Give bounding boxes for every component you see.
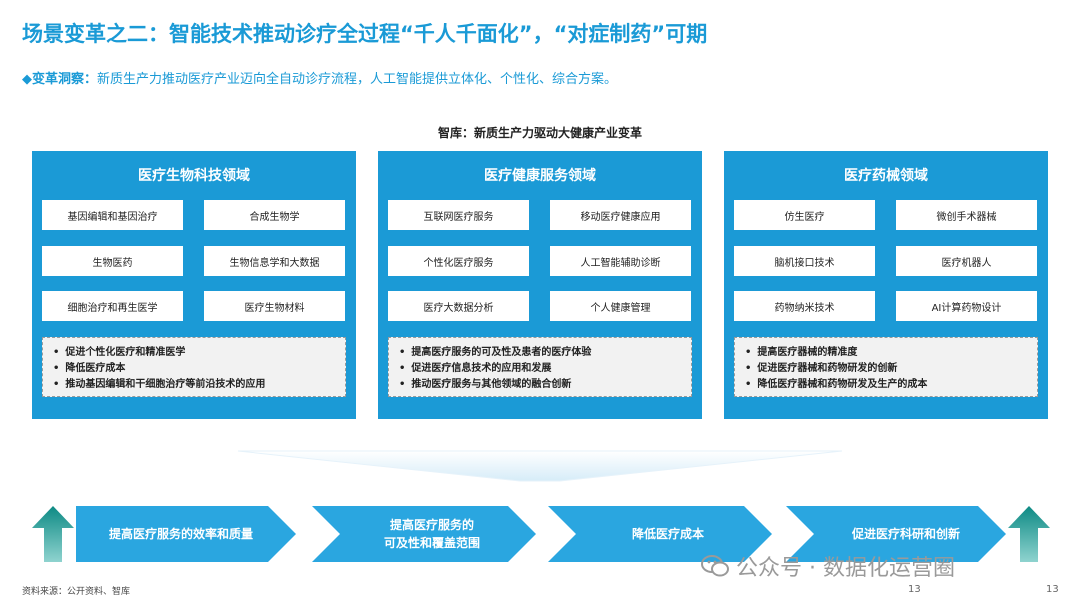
benefit-item: 提高医疗服务的可及性及患者的医疗体验 — [399, 345, 681, 361]
panel-biotech: 医疗生物科技领域 基因编辑和基因治疗 合成生物学 生物医药 生物信息学和大数据 … — [32, 151, 356, 419]
benefits-box: 促进个性化医疗和精准医学 降低医疗成本 推动基因编辑和干细胞治疗等前沿技术的应用 — [42, 337, 346, 397]
benefit-item: 推动医疗服务与其他领域的融合创新 — [399, 377, 681, 393]
benefits-box: 提高医疗服务的可及性及患者的医疗体验 促进医疗信息技术的应用和发展 推动医疗服务… — [388, 337, 692, 397]
panel-item: 生物信息学和大数据 — [204, 246, 345, 276]
watermark-text: 公众号 · 数据化运营圈 — [736, 556, 955, 581]
panel-item: 个人健康管理 — [550, 291, 691, 321]
flow-chevron-2 — [312, 506, 536, 562]
panel-item: 脑机接口技术 — [734, 246, 875, 276]
panel-item: 仿生医疗 — [734, 200, 875, 230]
panel-item: 微创手术器械 — [896, 200, 1037, 230]
flow-step-3: 降低医疗成本 — [631, 527, 704, 541]
diagram-title: 智库：新质生产力驱动大健康产业变革 — [437, 126, 642, 140]
panel-drugs-devices: 医疗药械领域 仿生医疗 微创手术器械 脑机接口技术 医疗机器人 药物纳米技术 A… — [724, 151, 1048, 419]
watermark: 公众号 · 数据化运营圈 — [700, 550, 955, 582]
panel-item: 人工智能辅助诊断 — [550, 246, 691, 276]
arrow-up-icon — [1008, 506, 1050, 562]
insight-lead: 变革洞察： — [32, 72, 98, 87]
page-number-corner: 13 — [1046, 584, 1059, 595]
panel-title: 医疗药械领域 — [844, 168, 928, 184]
wechat-icon — [701, 555, 729, 577]
panel-health-services: 医疗健康服务领域 互联网医疗服务 移动医疗健康应用 个性化医疗服务 人工智能辅助… — [378, 151, 702, 419]
flow-step-4: 促进医疗科研和创新 — [851, 527, 960, 541]
flow-chevron-3 — [548, 506, 772, 562]
flow-step-1: 提高医疗服务的效率和质量 — [108, 527, 253, 541]
panel-item: 个性化医疗服务 — [388, 246, 529, 276]
panel-item: 基因编辑和基因治疗 — [42, 200, 183, 230]
panel-item: 生物医药 — [42, 246, 183, 276]
page-title: 场景变革之二：智能技术推动诊疗全过程“千人千面化”，“对症制药”可期 — [22, 22, 708, 46]
insight-text: 新质生产力推动医疗产业迈向全自动诊疗流程，人工智能提供立体化、个性化、综合方案。 — [97, 72, 618, 87]
benefit-item: 促进医疗器械和药物研发的创新 — [745, 361, 1027, 377]
diamond-bullet-icon: ◆ — [22, 72, 32, 87]
benefit-item: 降低医疗成本 — [53, 361, 335, 377]
flow-step-2: 提高医疗服务的 可及性和覆盖范围 — [383, 518, 480, 550]
panel-item: 医疗大数据分析 — [388, 291, 529, 321]
panel-item: AI计算药物设计 — [896, 291, 1037, 321]
flow-chevron-1 — [76, 506, 296, 562]
source-note: 资料来源：公开资料、智库 — [22, 587, 131, 597]
benefits-box: 提高医疗器械的精准度 促进医疗器械和药物研发的创新 降低医疗器械和药物研发及生产… — [734, 337, 1038, 397]
insight-line: ◆变革洞察：新质生产力推动医疗产业迈向全自动诊疗流程，人工智能提供立体化、个性化… — [22, 68, 617, 87]
page-number: 13 — [908, 584, 921, 595]
panel-item: 药物纳米技术 — [734, 291, 875, 321]
benefit-item: 推动基因编辑和干细胞治疗等前沿技术的应用 — [53, 377, 335, 393]
benefit-item: 降低医疗器械和药物研发及生产的成本 — [745, 377, 1027, 393]
panel-title: 医疗生物科技领域 — [138, 168, 250, 184]
panel-item: 移动医疗健康应用 — [550, 200, 691, 230]
panel-title: 医疗健康服务领域 — [484, 168, 596, 184]
panel-item: 医疗机器人 — [896, 246, 1037, 276]
panel-item: 互联网医疗服务 — [388, 200, 529, 230]
benefit-item: 促进个性化医疗和精准医学 — [53, 345, 335, 361]
flow-chevron-4 — [786, 506, 1006, 562]
panel-item: 细胞治疗和再生医学 — [42, 291, 183, 321]
panel-item: 医疗生物材料 — [204, 291, 345, 321]
panel-item: 合成生物学 — [204, 200, 345, 230]
benefit-item: 提高医疗器械的精准度 — [745, 345, 1027, 361]
arrow-up-icon — [32, 506, 74, 562]
benefit-item: 促进医疗信息技术的应用和发展 — [399, 361, 681, 377]
